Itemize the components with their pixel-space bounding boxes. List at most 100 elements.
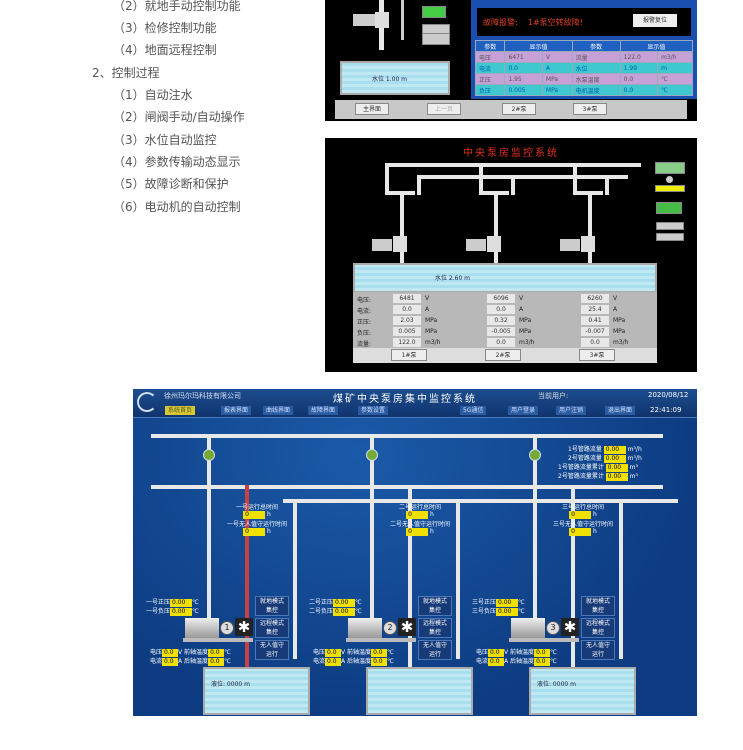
voltage-label: 电压: [476, 649, 489, 656]
valve-icon: [366, 449, 378, 461]
unit: ℃: [355, 599, 362, 606]
data-label: 电压:: [357, 297, 372, 304]
unit: h: [267, 511, 271, 518]
mode-toggle[interactable]: [655, 162, 685, 174]
mode-button[interactable]: 远程模式集控: [581, 618, 615, 638]
mode-button[interactable]: 远程模式集控: [255, 618, 289, 638]
data-unit: A: [613, 306, 618, 313]
current-label: 电流: [476, 658, 489, 665]
mode-button[interactable]: 无人值守运行: [581, 640, 615, 660]
run-total-value: 0: [406, 511, 429, 519]
motor-icon: [348, 618, 382, 638]
alarm-reset-button[interactable]: 报警复位: [633, 14, 677, 27]
list-item: （3）检修控制功能: [113, 21, 217, 35]
pipe: [417, 175, 421, 195]
list-item: （2）闸阀手动/自动操作: [113, 110, 245, 124]
main-pipe-2: [151, 485, 663, 489]
motor-icon: [185, 618, 219, 638]
alarm-label: 故障报警:: [483, 18, 518, 27]
data-unit: MPa: [613, 317, 626, 324]
pressure-label: 三号负压: [472, 608, 497, 615]
motor-icon: [511, 618, 545, 638]
data-unit: m3/h: [425, 339, 441, 346]
nav-logout[interactable]: 用户注销: [556, 406, 587, 415]
nav-faults[interactable]: 故障界面: [308, 406, 339, 415]
mode-button[interactable]: 远程模式集控: [418, 618, 452, 638]
start-button[interactable]: [656, 202, 682, 214]
unit: h: [430, 528, 434, 535]
pump3-button[interactable]: 3#泵: [573, 103, 607, 115]
pipe: [385, 163, 641, 167]
pressure-value: 0.00: [496, 599, 519, 607]
pressure-value: 0.00: [170, 599, 193, 607]
pump3-button[interactable]: 3#泵: [579, 349, 615, 361]
value: 0.0: [162, 649, 179, 657]
unit: ℃: [355, 608, 362, 615]
mode-name: 远程模式: [585, 620, 610, 627]
coal-mine-pump-monitoring-screenshot: 徐州玛尔玛科技有限公司 煤矿中央泵房集中监控系统 当前用户: 2020/08/1…: [133, 389, 697, 716]
nav-settings[interactable]: 参数设置: [358, 406, 389, 415]
nav-5g[interactable]: 5G通信: [460, 406, 487, 415]
cell: 0.0: [619, 73, 659, 85]
pump-number: 1: [220, 621, 234, 635]
pipe: [245, 485, 249, 670]
nav-reports[interactable]: 报表界面: [221, 406, 252, 415]
run-total-label: 三号运行总时间: [561, 504, 604, 511]
unattended-row: 0 h: [385, 528, 455, 536]
data-value: 2.03: [393, 316, 421, 325]
flow-unit: m³/h: [627, 455, 642, 462]
mode-button[interactable]: 就地模式集控: [255, 596, 289, 616]
column-header: 显示值: [619, 40, 694, 52]
nav-exit[interactable]: 退出界面: [605, 406, 636, 415]
run-total-row: 0 h: [222, 511, 292, 519]
temperature-value: 0.0: [534, 649, 551, 657]
prev-page-button[interactable]: 上一页: [427, 103, 461, 115]
pressure-value: 0.00: [333, 599, 356, 607]
pipe: [588, 193, 592, 273]
mode-state: 集控: [591, 607, 604, 614]
nav-curves[interactable]: 曲线界面: [263, 406, 294, 415]
data-unit: V: [613, 295, 618, 302]
data-value: 6260: [581, 294, 609, 303]
cell: MPa: [541, 73, 573, 85]
run-indicator[interactable]: [422, 6, 446, 18]
unit: ℃: [550, 658, 557, 665]
pump-base: [509, 638, 579, 642]
data-unit: MPa: [519, 317, 532, 324]
mode-name: 无人值守: [585, 642, 610, 649]
mode-button[interactable]: 就地模式集控: [418, 596, 452, 616]
unit: ℃: [518, 599, 525, 606]
company-logo-icon: [137, 392, 157, 412]
branch-pipe: [283, 499, 678, 503]
pump-detail-screenshot: 水位 1.00 m 故障报警: 1#泵空转故障! 报警复位 参数显示值参数显示值…: [325, 0, 697, 121]
pump1-button[interactable]: 1#泵: [391, 349, 427, 361]
temperature-label: 前轴温度: [184, 649, 209, 656]
mode-button[interactable]: 无人值守运行: [418, 640, 452, 660]
main-screen-button[interactable]: 主界面: [355, 103, 389, 115]
list-item: （5）故障诊断和保护: [113, 177, 229, 191]
unit: A: [341, 658, 346, 665]
pump2-button[interactable]: 2#泵: [502, 103, 536, 115]
pump2-button[interactable]: 2#泵: [485, 349, 521, 361]
pressure-label: 二号负压: [309, 608, 334, 615]
status-light-icon: [666, 176, 673, 183]
control-button[interactable]: [422, 33, 450, 45]
nav-login[interactable]: 用户登录: [508, 406, 539, 415]
list-item: （2）就地手动控制功能: [113, 0, 241, 13]
mode-button[interactable]: 就地模式集控: [581, 596, 615, 616]
unit: ℃: [224, 649, 231, 656]
pressure-label: 三号正压: [472, 599, 497, 606]
cell: V: [541, 51, 573, 63]
mode-state: 集控: [428, 629, 441, 636]
motor-icon: [372, 239, 392, 251]
control-button[interactable]: [656, 233, 684, 241]
nav-home[interactable]: 系统首页: [165, 406, 196, 415]
pipe: [494, 193, 498, 273]
mode-button[interactable]: 无人值守运行: [255, 640, 289, 660]
control-button[interactable]: [656, 222, 684, 230]
unattended-row: 0 h: [222, 528, 292, 536]
pipe: [533, 434, 537, 639]
flow-label: 2号管路流量累计: [558, 473, 604, 480]
